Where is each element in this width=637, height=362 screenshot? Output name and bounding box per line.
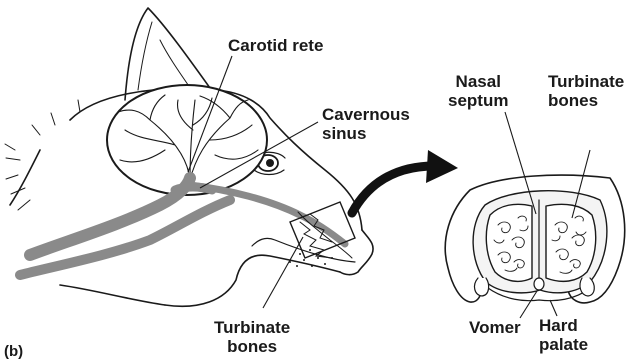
label-turbinate-section-line1: Turbinate bbox=[548, 72, 624, 91]
leader-turbinate-head bbox=[263, 237, 303, 308]
label-nasal-septum: Nasal septum bbox=[448, 72, 508, 110]
label-cavernous-sinus-line1: Cavernous bbox=[322, 105, 410, 124]
tooth-right bbox=[580, 278, 594, 296]
nasal-cross-section bbox=[445, 175, 624, 303]
tooth-left bbox=[475, 278, 489, 296]
eye-pupil bbox=[266, 159, 274, 167]
label-turbinate-bones-section: Turbinate bones bbox=[548, 72, 624, 110]
panel-label: (b) bbox=[4, 342, 23, 361]
vomer bbox=[534, 278, 544, 290]
label-turbinate-section-line2: bones bbox=[548, 91, 624, 110]
right-nasal-chamber bbox=[546, 204, 596, 281]
label-turbinate-bones-head: Turbinate bones bbox=[214, 318, 290, 356]
label-vomer: Vomer bbox=[469, 318, 521, 337]
jaw-outline bbox=[165, 255, 340, 306]
jugular-vein bbox=[20, 200, 230, 275]
transition-arrow bbox=[352, 150, 458, 213]
label-nasal-septum-line1: Nasal bbox=[448, 72, 508, 91]
leader-vomer bbox=[520, 291, 537, 318]
label-turbinate-head-line2: bones bbox=[214, 337, 290, 356]
blood-vessels bbox=[20, 178, 345, 275]
label-cavernous-sinus-line2: sinus bbox=[322, 124, 410, 143]
label-hard-palate: Hard palate bbox=[539, 316, 588, 354]
label-nasal-septum-line2: septum bbox=[448, 91, 508, 110]
label-cavernous-sinus: Cavernous sinus bbox=[322, 105, 410, 143]
label-hard-palate-line1: Hard bbox=[539, 316, 588, 335]
left-nasal-chamber bbox=[486, 204, 532, 281]
cavernous-sinus bbox=[175, 187, 212, 190]
label-hard-palate-line2: palate bbox=[539, 335, 588, 354]
label-carotid-rete: Carotid rete bbox=[228, 36, 323, 55]
leader-hard-palate bbox=[550, 300, 557, 316]
label-turbinate-head-line1: Turbinate bbox=[214, 318, 290, 337]
